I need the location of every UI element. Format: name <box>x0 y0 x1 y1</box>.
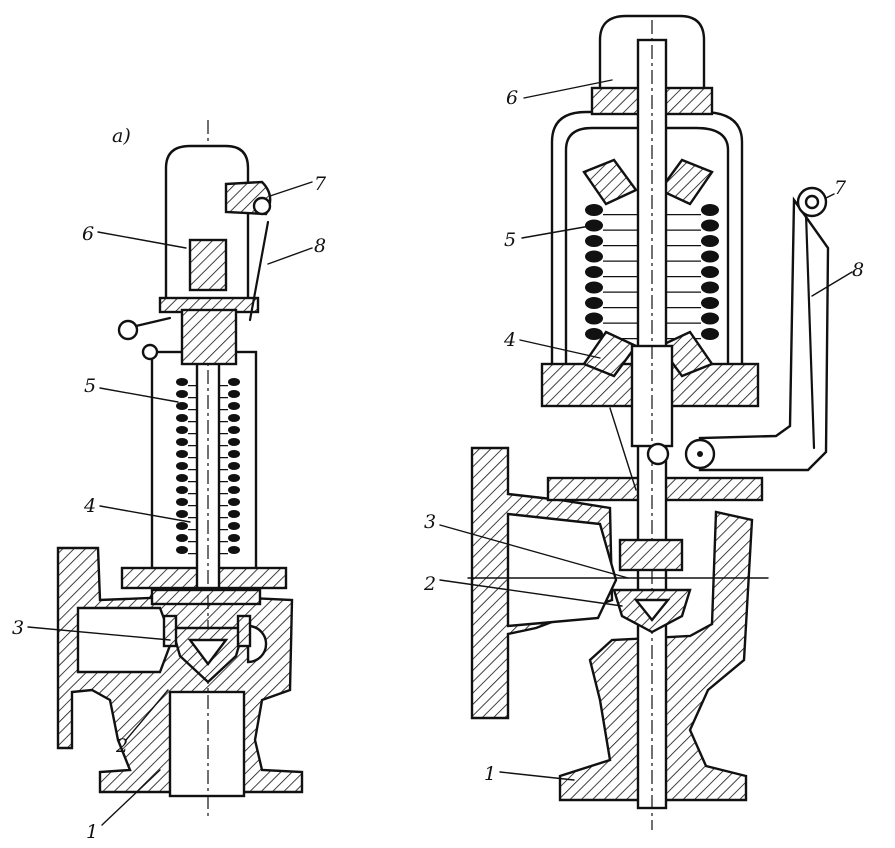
spring-coil <box>701 235 719 247</box>
right-callout-2: 2 <box>423 573 436 595</box>
spring-coil <box>228 402 240 410</box>
spring-coil <box>176 414 188 422</box>
spring-coil <box>228 414 240 422</box>
left-spring <box>176 378 240 555</box>
spring-coil <box>585 250 603 263</box>
right-lever <box>646 186 830 472</box>
spring-coil <box>176 390 188 398</box>
spring-coil <box>585 281 603 294</box>
spring-coil <box>228 546 240 554</box>
left-callout-4: 4 <box>83 495 96 517</box>
spring-coil <box>701 219 719 232</box>
spring-coil <box>228 438 240 446</box>
spring-coil <box>701 281 719 294</box>
spring-coil <box>228 510 240 518</box>
spring-coil <box>228 426 240 434</box>
spring-coil <box>176 498 188 506</box>
right-callout-6: 6 <box>506 87 518 109</box>
right-callout-7: 7 <box>834 177 847 199</box>
left-callouts <box>27 181 313 826</box>
left-valve-body <box>56 546 304 798</box>
spring-coil <box>228 390 240 398</box>
spring-coil <box>701 266 719 278</box>
left-lever <box>117 180 272 361</box>
right-valve-body <box>470 446 764 802</box>
spring-coil <box>585 219 603 232</box>
spring-coil <box>585 266 603 278</box>
spring-coil <box>228 378 240 386</box>
spring-coil <box>176 522 188 530</box>
spring-coil <box>176 534 188 542</box>
spring-coil <box>701 312 719 325</box>
right-callout-5: 5 <box>504 229 516 251</box>
left-callout-1: 1 <box>86 821 98 843</box>
spring-coil <box>176 426 188 434</box>
spring-coil <box>701 204 719 216</box>
spring-coil <box>176 402 188 410</box>
spring-coil <box>176 450 188 458</box>
spring-coil <box>176 486 188 494</box>
spring-coil <box>585 297 603 309</box>
spring-coil <box>228 450 240 458</box>
spring-coil <box>176 510 188 518</box>
right-callout-3: 3 <box>424 511 436 533</box>
spring-coil <box>176 546 188 554</box>
left-callout-5: 5 <box>84 375 96 397</box>
left-callout-7: 7 <box>314 173 327 195</box>
right-callout-8: 8 <box>852 259 864 281</box>
left-callout-3: 3 <box>12 617 24 639</box>
spring-coil <box>228 498 240 506</box>
spring-coil <box>176 474 188 482</box>
spring-coil <box>585 328 603 340</box>
right-callout-4: 4 <box>503 329 516 351</box>
spring-coil <box>228 486 240 494</box>
spring-coil <box>701 328 719 340</box>
spring-coil <box>228 522 240 530</box>
spring-coil <box>228 534 240 542</box>
spring-coil <box>176 438 188 446</box>
right-valve <box>467 14 830 830</box>
spring-coil <box>701 250 719 263</box>
spring-coil <box>585 235 603 247</box>
spring-coil <box>701 297 719 309</box>
panel-a-label: a) <box>112 125 131 147</box>
right-callouts <box>439 79 853 781</box>
spring-coil <box>228 474 240 482</box>
left-callout-2: 2 <box>115 735 128 757</box>
right-callout-1: 1 <box>484 763 496 785</box>
spring-coil <box>176 378 188 386</box>
left-valve <box>56 120 304 820</box>
spring-coil <box>585 204 603 216</box>
spring-coil <box>176 462 188 470</box>
spring-coil <box>228 462 240 470</box>
left-callout-6: 6 <box>82 223 94 245</box>
left-callout-8: 8 <box>314 235 326 257</box>
spring-coil <box>585 312 603 325</box>
